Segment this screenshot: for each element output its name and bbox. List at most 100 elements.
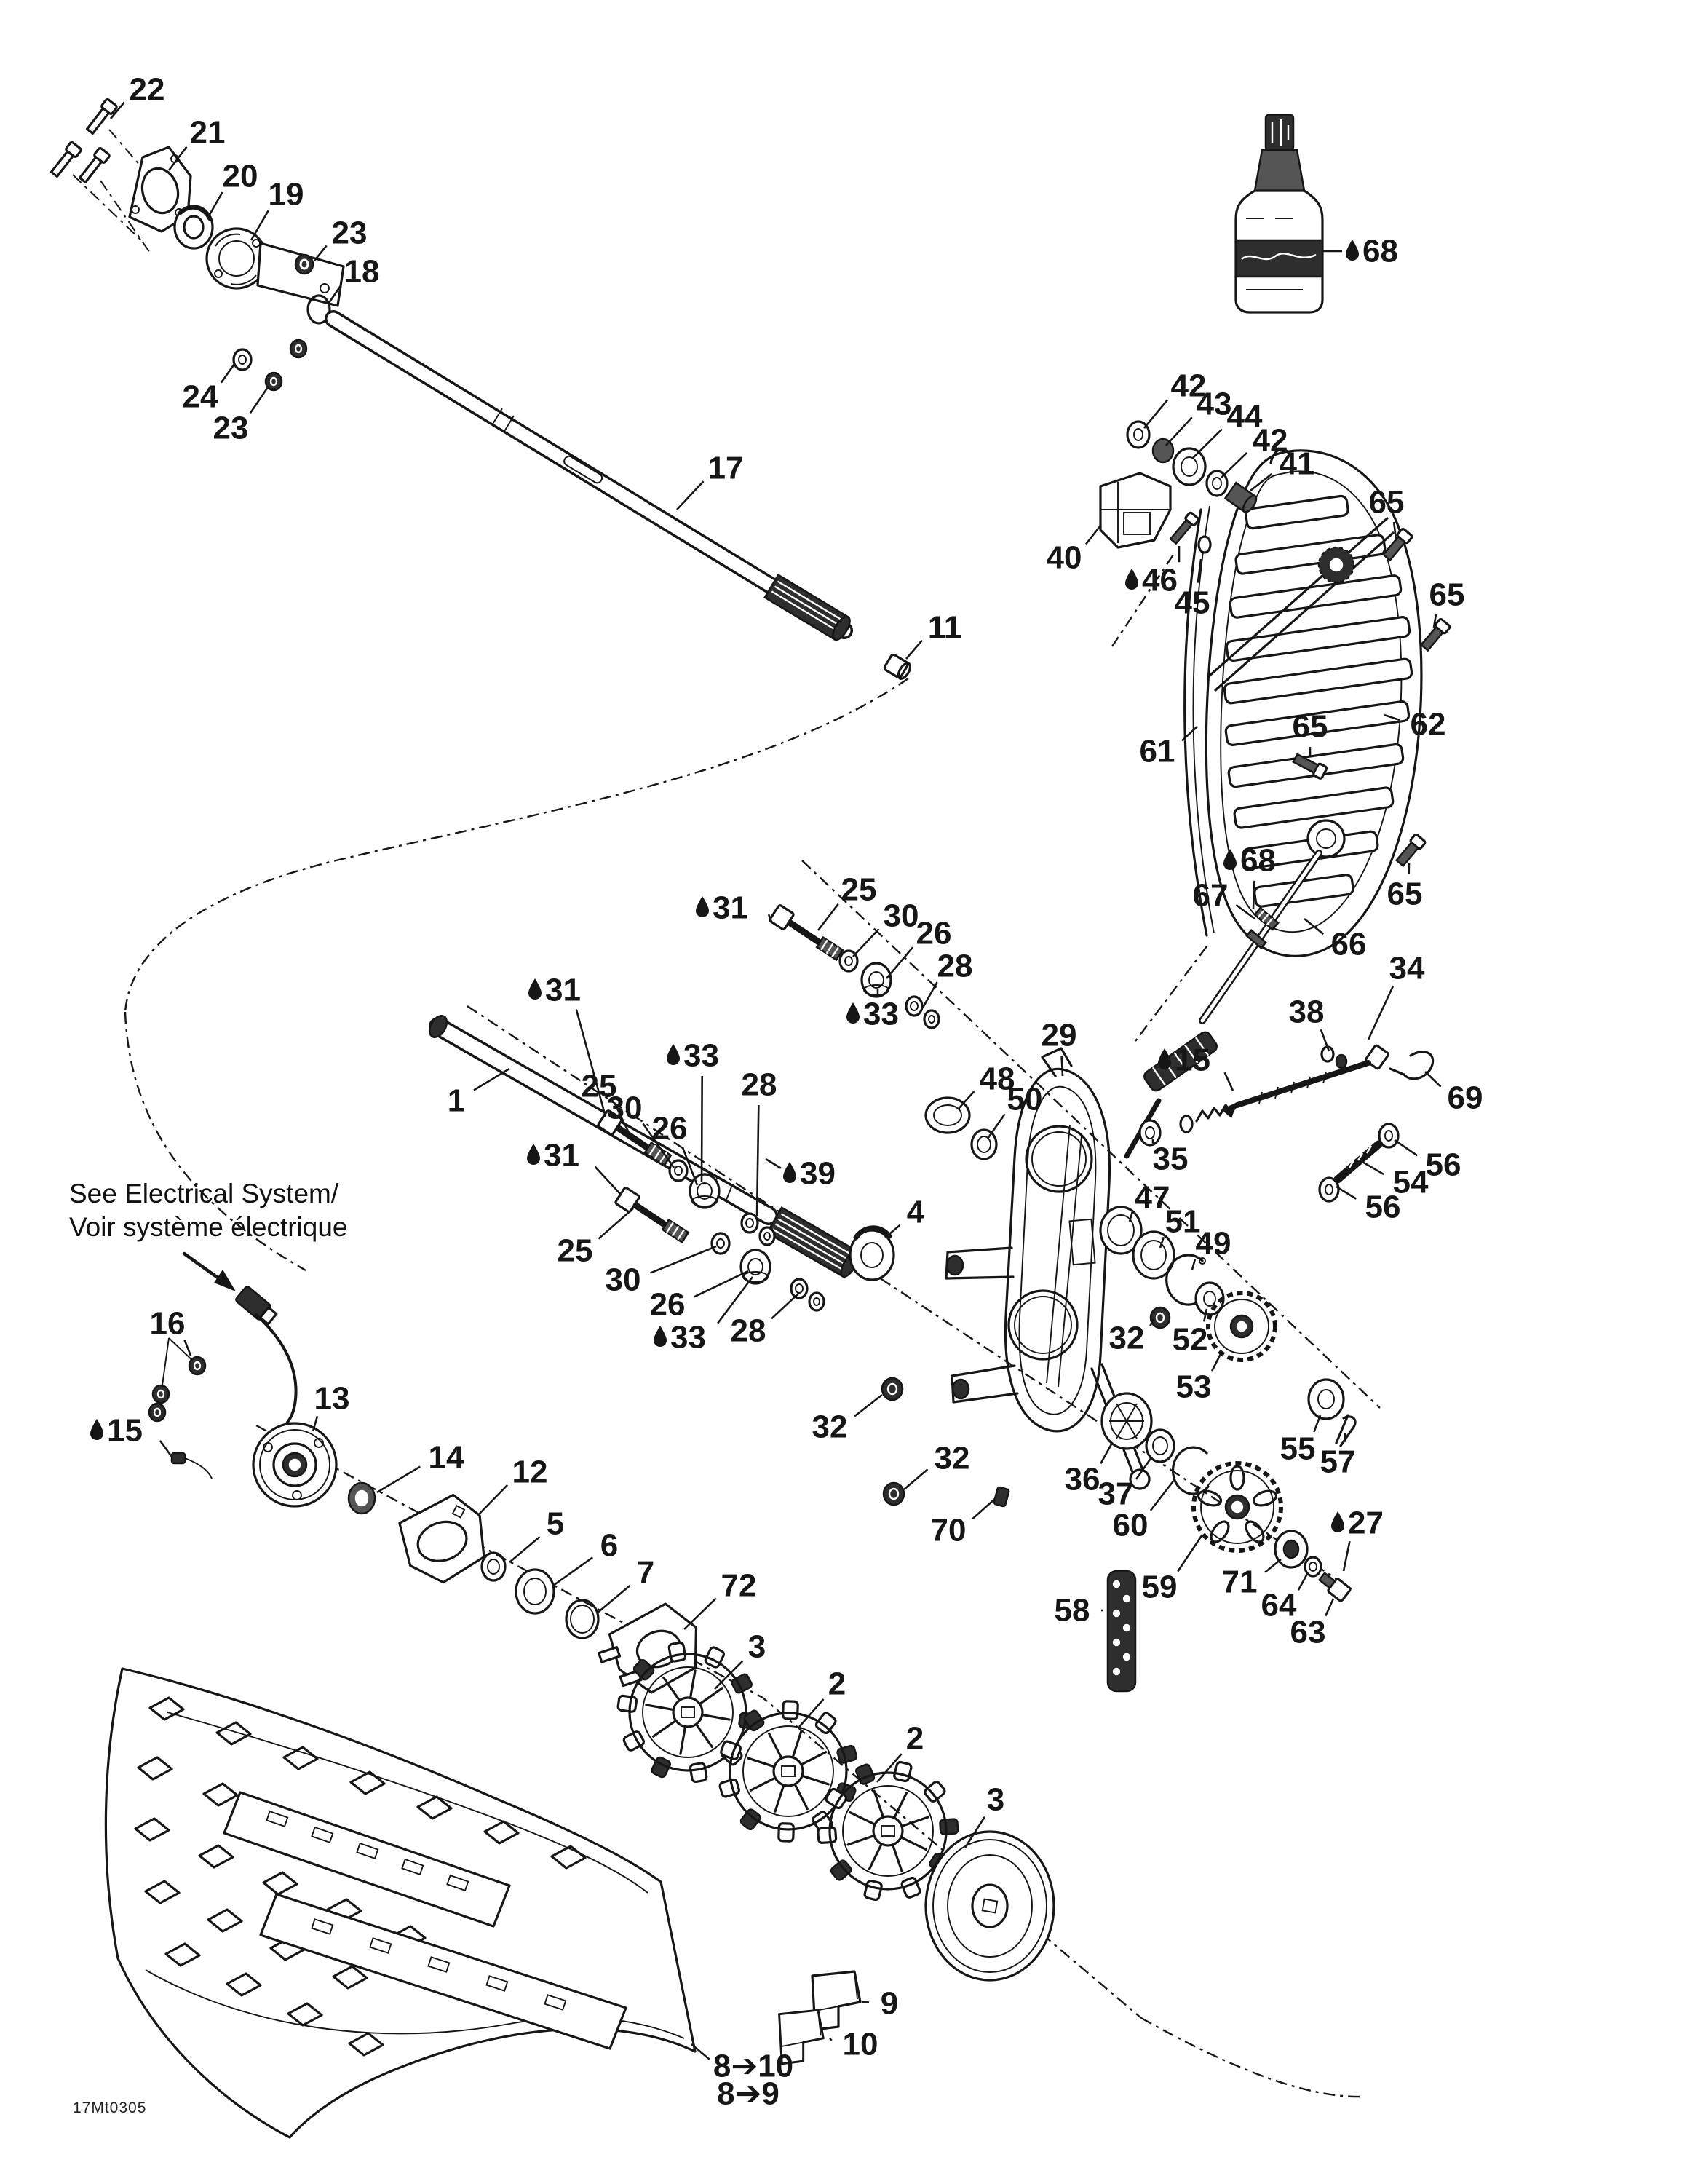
part-label: 49 bbox=[1191, 1226, 1231, 1270]
leader-line bbox=[1250, 472, 1273, 492]
leader-line bbox=[886, 946, 914, 979]
leader-line bbox=[681, 1146, 699, 1186]
lower-gear-train bbox=[993, 1392, 1352, 1693]
part-label: 65 bbox=[1293, 709, 1328, 757]
leader-line bbox=[220, 363, 236, 384]
part-label: 24 bbox=[183, 363, 236, 415]
washer bbox=[1126, 420, 1151, 449]
washer-46 bbox=[1197, 535, 1212, 554]
nut bbox=[294, 253, 314, 275]
oil-drop-icon bbox=[654, 1326, 667, 1347]
retainer-plate-19 bbox=[205, 227, 345, 307]
track-clip-10 bbox=[778, 2009, 825, 2065]
bolt bbox=[49, 141, 82, 178]
sprocket-row bbox=[616, 1641, 1055, 1982]
leader-line bbox=[206, 191, 223, 219]
part-number: 18 bbox=[344, 254, 380, 290]
part-number: 69 bbox=[1448, 1080, 1483, 1116]
part-label: 66 bbox=[1304, 917, 1366, 962]
leader-line bbox=[1313, 1415, 1322, 1433]
ring-37 bbox=[1145, 1428, 1175, 1463]
bearing-4 bbox=[849, 1225, 895, 1281]
bolt-63 bbox=[1317, 1572, 1352, 1602]
leader-line bbox=[509, 1536, 541, 1563]
part-label: 67 bbox=[1193, 878, 1255, 920]
part-label: 56 bbox=[1394, 1139, 1461, 1183]
part-number: 5 bbox=[547, 1506, 564, 1542]
leader-line bbox=[1060, 1055, 1064, 1077]
part-label: 51 bbox=[1159, 1204, 1200, 1249]
part-number: 2 bbox=[906, 1721, 924, 1757]
nut bbox=[264, 371, 283, 392]
oil-bottle bbox=[1234, 114, 1324, 314]
part-number: 68 bbox=[1240, 843, 1276, 879]
part-number: 34 bbox=[1389, 951, 1425, 986]
hub-36 bbox=[1100, 1392, 1153, 1450]
track-assembly bbox=[104, 1667, 697, 2139]
bolt-cluster-c bbox=[614, 1187, 825, 1312]
leader-line bbox=[478, 1484, 509, 1515]
part-label: 6 bbox=[552, 1528, 618, 1587]
part-label: 3 bbox=[714, 1629, 766, 1690]
leader-line bbox=[110, 101, 125, 119]
leader-line bbox=[765, 1158, 782, 1169]
part-number: 41 bbox=[1280, 446, 1315, 482]
connector bbox=[235, 1286, 278, 1326]
part-label: 41 bbox=[1250, 446, 1315, 492]
part-number: 61 bbox=[1140, 734, 1175, 769]
bushing-11 bbox=[883, 653, 912, 681]
part-label: 58 bbox=[1055, 1593, 1103, 1629]
output-flange-assembly bbox=[49, 98, 912, 681]
oil-drop-icon bbox=[90, 1419, 103, 1440]
part-number: 49 bbox=[1196, 1226, 1231, 1262]
part-label: 36 bbox=[1065, 1442, 1114, 1497]
part-number: 24 bbox=[183, 379, 218, 415]
part-label: 53 bbox=[1176, 1352, 1223, 1405]
part-label: 52 bbox=[1173, 1308, 1207, 1358]
part-label: 17 bbox=[676, 451, 743, 510]
leader-line bbox=[1197, 558, 1202, 583]
part-label: 20 bbox=[206, 159, 258, 219]
rail-board bbox=[259, 1893, 627, 2050]
leader-line bbox=[1210, 1352, 1223, 1372]
leader-line bbox=[1424, 1071, 1442, 1088]
leader-line bbox=[1149, 1479, 1176, 1511]
leader-line bbox=[903, 1468, 929, 1490]
part-number: 67 bbox=[1193, 878, 1229, 914]
leader-line bbox=[1384, 713, 1400, 721]
leader-line bbox=[884, 1224, 901, 1238]
oil-drop-icon bbox=[1125, 569, 1138, 590]
part-label: 8➔9 bbox=[717, 2076, 779, 2112]
pin-67 bbox=[1245, 929, 1267, 949]
leader-line bbox=[598, 1208, 634, 1240]
bolt bbox=[78, 147, 111, 184]
part-number: 33 bbox=[670, 1320, 706, 1356]
leader-line bbox=[1100, 1442, 1114, 1464]
part-label: 18 bbox=[328, 254, 380, 304]
leader-line bbox=[575, 1009, 607, 1117]
gear-53 bbox=[1206, 1291, 1277, 1362]
o-ring-50 bbox=[970, 1128, 998, 1160]
part-label: 30 bbox=[852, 898, 919, 957]
part-label: 57 bbox=[1320, 1432, 1355, 1480]
part-label: 23 bbox=[213, 387, 269, 446]
part-number: 50 bbox=[1007, 1082, 1043, 1117]
part-number: 31 bbox=[713, 890, 748, 926]
oil-drop-icon bbox=[1223, 849, 1237, 870]
part-number: 3 bbox=[748, 1629, 766, 1665]
part-label: 15 bbox=[90, 1413, 173, 1457]
leader-line bbox=[1432, 613, 1437, 628]
note-line-1: See Electrical System/ bbox=[69, 1179, 339, 1208]
part-number: 63 bbox=[1290, 1615, 1326, 1650]
part-number: 10 bbox=[843, 2027, 878, 2062]
part-label: 26 bbox=[650, 1270, 749, 1323]
leader-line bbox=[376, 1465, 421, 1494]
washer-7 bbox=[565, 1599, 600, 1639]
bolt-cluster-b bbox=[597, 1109, 776, 1246]
leader-line bbox=[642, 1123, 675, 1168]
leader-line bbox=[1181, 726, 1198, 742]
leader-line bbox=[921, 981, 938, 1008]
part-number: 20 bbox=[223, 159, 258, 194]
part-label: 65 bbox=[1369, 485, 1404, 539]
leader-line bbox=[1221, 452, 1248, 478]
